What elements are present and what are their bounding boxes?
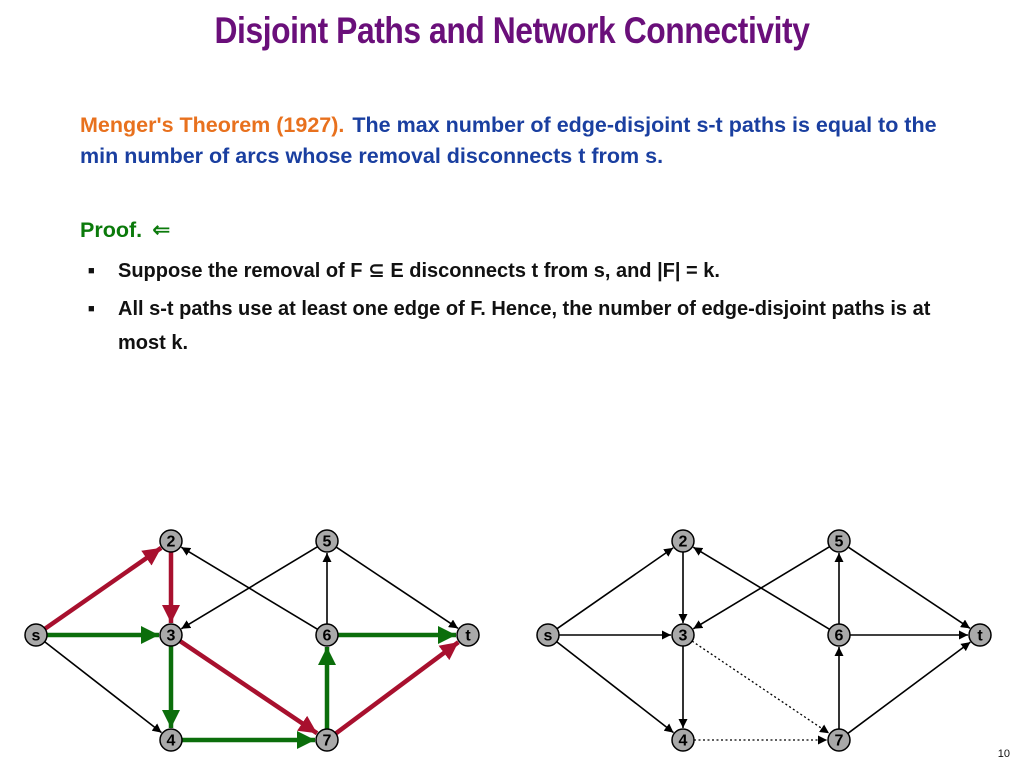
edge-s-to-2 xyxy=(556,547,674,630)
node-2: 2 xyxy=(671,529,695,553)
node-label: s xyxy=(32,628,41,645)
page-number: 10 xyxy=(997,748,1010,760)
edge-7-to-t xyxy=(334,640,460,736)
node-circle xyxy=(159,529,183,553)
node-label: 4 xyxy=(679,733,688,750)
node-label: 6 xyxy=(835,628,844,645)
node-circle xyxy=(671,529,695,553)
node-3: 3 xyxy=(671,623,695,647)
bullet-item: ■ Suppose the removal of F ⊆ E disconnec… xyxy=(84,254,964,288)
node-circle xyxy=(456,623,480,647)
node-label: 2 xyxy=(679,534,688,551)
node-circle xyxy=(827,623,851,647)
proof-bullets: ■ Suppose the removal of F ⊆ E disconnec… xyxy=(84,254,964,364)
node-circle xyxy=(24,623,48,647)
node-circle xyxy=(315,623,339,647)
bullet-item: ■ All s-t paths use at least one edge of… xyxy=(84,292,964,360)
node-label: 2 xyxy=(167,534,176,551)
node-4: 4 xyxy=(159,728,183,752)
node-circle xyxy=(159,623,183,647)
proof-heading: Proof. ⇐ xyxy=(80,217,171,243)
edge-5-to-t xyxy=(847,546,971,630)
node-label: 3 xyxy=(679,628,688,645)
node-circle xyxy=(536,623,560,647)
node-4: 4 xyxy=(671,728,695,752)
edge-5-to-3 xyxy=(180,545,318,630)
node-circle xyxy=(671,623,695,647)
bullet-square-icon: ■ xyxy=(88,303,95,315)
theorem-label: Menger's Theorem (1927). xyxy=(80,113,345,137)
node-circle xyxy=(827,529,851,553)
bullet-square-icon: ■ xyxy=(88,265,95,277)
node-label: 7 xyxy=(835,733,844,750)
edge-7-to-t xyxy=(847,641,971,735)
network-graph-right: s 2 3 4 5 6 7 t xyxy=(536,529,992,752)
node-label: 6 xyxy=(323,628,332,645)
node-t: t xyxy=(968,623,992,647)
bullet-text: Suppose the removal of F ⊆ E disconnects… xyxy=(118,260,720,282)
bullet-text: All s-t paths use at least one edge of F… xyxy=(118,298,931,354)
edge-5-to-t xyxy=(335,546,459,630)
node-s: s xyxy=(24,623,48,647)
edge-s-to-2 xyxy=(43,546,163,631)
slide-title: Disjoint Paths and Network Connectivity xyxy=(214,10,810,51)
edge-3-to-7 xyxy=(691,640,830,734)
edge-s-to-4 xyxy=(44,641,163,734)
theorem-statement: Menger's Theorem (1927).The max number o… xyxy=(80,110,980,172)
proof-label: Proof. xyxy=(80,218,143,242)
node-label: 7 xyxy=(323,733,332,750)
node-6: 6 xyxy=(827,623,851,647)
node-6: 6 xyxy=(315,623,339,647)
edge-3-to-7 xyxy=(178,639,319,736)
node-5: 5 xyxy=(315,529,339,553)
node-label: 5 xyxy=(835,534,844,551)
node-2: 2 xyxy=(159,529,183,553)
edge-s-to-4 xyxy=(556,641,675,734)
node-circle xyxy=(671,728,695,752)
node-3: 3 xyxy=(159,623,183,647)
network-graph-left: s 2 3 4 5 6 7 t xyxy=(24,529,480,752)
node-label: 4 xyxy=(167,733,176,750)
node-circle xyxy=(159,728,183,752)
node-label: 5 xyxy=(323,534,332,551)
node-label: s xyxy=(544,628,553,645)
node-circle xyxy=(315,728,339,752)
node-5: 5 xyxy=(827,529,851,553)
edge-5-to-3 xyxy=(692,545,830,630)
node-circle xyxy=(315,529,339,553)
node-t: t xyxy=(456,623,480,647)
node-circle xyxy=(968,623,992,647)
node-label: t xyxy=(977,628,983,645)
node-circle xyxy=(827,728,851,752)
implies-arrow-icon: ⇐ xyxy=(152,217,171,242)
node-7: 7 xyxy=(827,728,851,752)
node-7: 7 xyxy=(315,728,339,752)
node-label: t xyxy=(465,628,471,645)
node-label: 3 xyxy=(167,628,176,645)
theorem-text: The max number of edge-disjoint s-t path… xyxy=(80,113,937,168)
node-s: s xyxy=(536,623,560,647)
